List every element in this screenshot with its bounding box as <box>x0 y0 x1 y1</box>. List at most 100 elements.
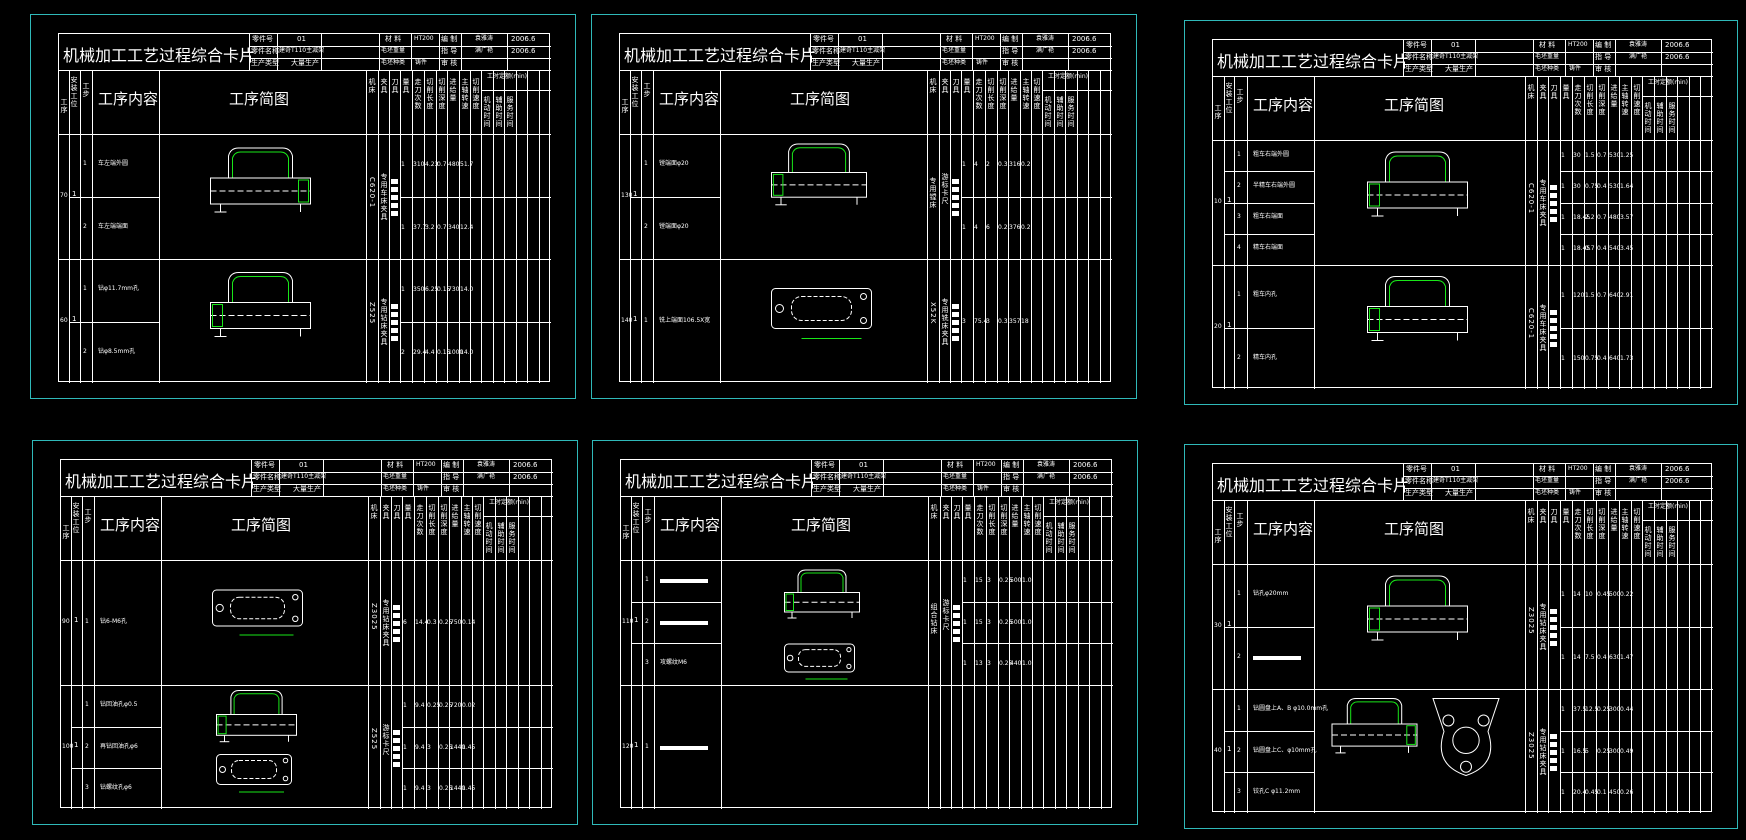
step-no: 2 <box>644 222 648 230</box>
grid-line <box>1213 689 1713 690</box>
op-install: 1 <box>72 314 77 323</box>
grid-line <box>1234 76 1235 389</box>
column-header: 量具 <box>963 78 971 94</box>
card-title: 机械加工工艺过程综合卡片 <box>624 46 817 65</box>
tool-mark <box>952 186 959 192</box>
param-value: 75.4 <box>974 317 988 325</box>
param-value: 300 <box>1609 747 1621 755</box>
grid-line <box>463 460 464 496</box>
header-label: 毛坯重量 <box>1535 53 1560 60</box>
grid-line <box>483 496 484 809</box>
param-value: 340 <box>448 223 460 231</box>
date-value: 2006.6 <box>1665 477 1690 485</box>
tool-mark <box>393 761 400 767</box>
column-header: 切削深度 <box>438 78 446 110</box>
grid-line <box>1548 76 1549 389</box>
grid-line <box>481 90 551 91</box>
grid-line <box>1032 496 1033 809</box>
column-header: 工步 <box>643 82 651 98</box>
grid-line <box>1101 496 1102 809</box>
step-content: 钻φ11.7mm孔 <box>98 285 140 293</box>
param-value: 15 <box>975 576 983 584</box>
part-no: 01 <box>859 461 868 469</box>
grid-line <box>1642 500 1643 813</box>
column-header: 量具 <box>964 504 972 520</box>
column-header: 主轴转速 <box>463 504 471 536</box>
step-no: 1 <box>1237 590 1241 598</box>
step-content-blank <box>1253 655 1301 660</box>
grid-line <box>950 70 951 383</box>
grid-line <box>71 496 72 809</box>
guide-name: 满广艳 <box>1629 53 1648 60</box>
grid-line <box>839 460 840 496</box>
grid-line <box>411 34 412 70</box>
column-header: 辅助时间 <box>1656 526 1664 558</box>
date-value: 2006.6 <box>1665 53 1690 61</box>
grid-line <box>998 496 999 809</box>
grid-line <box>447 70 448 383</box>
column-header: 机床 <box>368 78 376 94</box>
compiler-name: 袁雅涛 <box>1036 35 1055 42</box>
part-name: 建奇T110主减架 <box>1433 53 1479 60</box>
grid-line <box>1565 464 1566 500</box>
step-no: 2 <box>83 347 87 355</box>
part-name: 建奇T110主减架 <box>279 47 325 54</box>
grid-line <box>1224 233 1314 235</box>
grid-line <box>1224 772 1314 774</box>
column-header: 切削长度 <box>1586 508 1594 540</box>
grid-line <box>381 460 382 496</box>
grid-line <box>1537 500 1538 813</box>
op-seq: 140 <box>621 316 633 324</box>
machined-face <box>1369 607 1380 631</box>
grid-line <box>1525 500 1526 813</box>
column-header: 走刀次数 <box>975 78 983 110</box>
grid-line <box>1700 76 1701 389</box>
param-value: 1.5 <box>1585 292 1595 300</box>
grid-line <box>1666 500 1667 813</box>
grid-line <box>378 70 379 383</box>
header-label: 毛坯重量 <box>1535 477 1560 484</box>
housing-inner <box>1389 155 1446 182</box>
param-value: 51.7 <box>460 161 474 169</box>
column-header: 走刀次数 <box>414 78 422 110</box>
grid-line <box>249 34 250 70</box>
header-label: 材 料 <box>1539 41 1556 49</box>
param-value: 0.2 <box>1021 161 1031 169</box>
param-value: 0.7 <box>1597 214 1607 222</box>
column-header: 夹具 <box>382 504 390 520</box>
header-label: 生产类型 <box>812 59 840 67</box>
column-header: 工步 <box>644 508 652 524</box>
machined-face <box>1369 183 1380 207</box>
param-value: 4.4 <box>425 348 435 356</box>
grid-line <box>1021 496 1022 809</box>
housing-inner <box>800 572 844 593</box>
guide-name: 满广艳 <box>1036 47 1055 54</box>
grid-line <box>630 196 720 198</box>
material-value: HT200 <box>1568 465 1588 472</box>
param-value: 1440 <box>450 743 466 751</box>
grid-line <box>1068 34 1069 70</box>
compiler-name: 袁雅涛 <box>477 461 496 468</box>
param-value: 3 <box>986 317 990 325</box>
param-value: 640 <box>1609 354 1621 362</box>
param-value: 18.45 <box>1573 214 1591 222</box>
grid-line <box>1022 34 1023 70</box>
grid-line <box>1615 464 1616 500</box>
header-label: 毛坯种类 <box>943 485 968 492</box>
op-install: 1 <box>74 615 79 624</box>
param-value: 0.25 <box>439 743 453 751</box>
grid-line <box>61 560 553 561</box>
grid-line <box>1533 464 1534 500</box>
grid-line <box>161 496 162 809</box>
tool-mark <box>391 303 398 309</box>
tool-mark <box>953 636 960 642</box>
column-header: 工序 <box>622 524 630 540</box>
top-outline <box>771 288 872 329</box>
step-no: 1 <box>645 742 649 750</box>
header-label: 指 导 <box>1595 477 1612 485</box>
process-sketch <box>771 143 872 339</box>
op-install: 1 <box>634 740 639 749</box>
grid-line <box>1677 500 1678 813</box>
column-header: 机动时间 <box>485 522 493 554</box>
top-pocket <box>231 760 277 779</box>
